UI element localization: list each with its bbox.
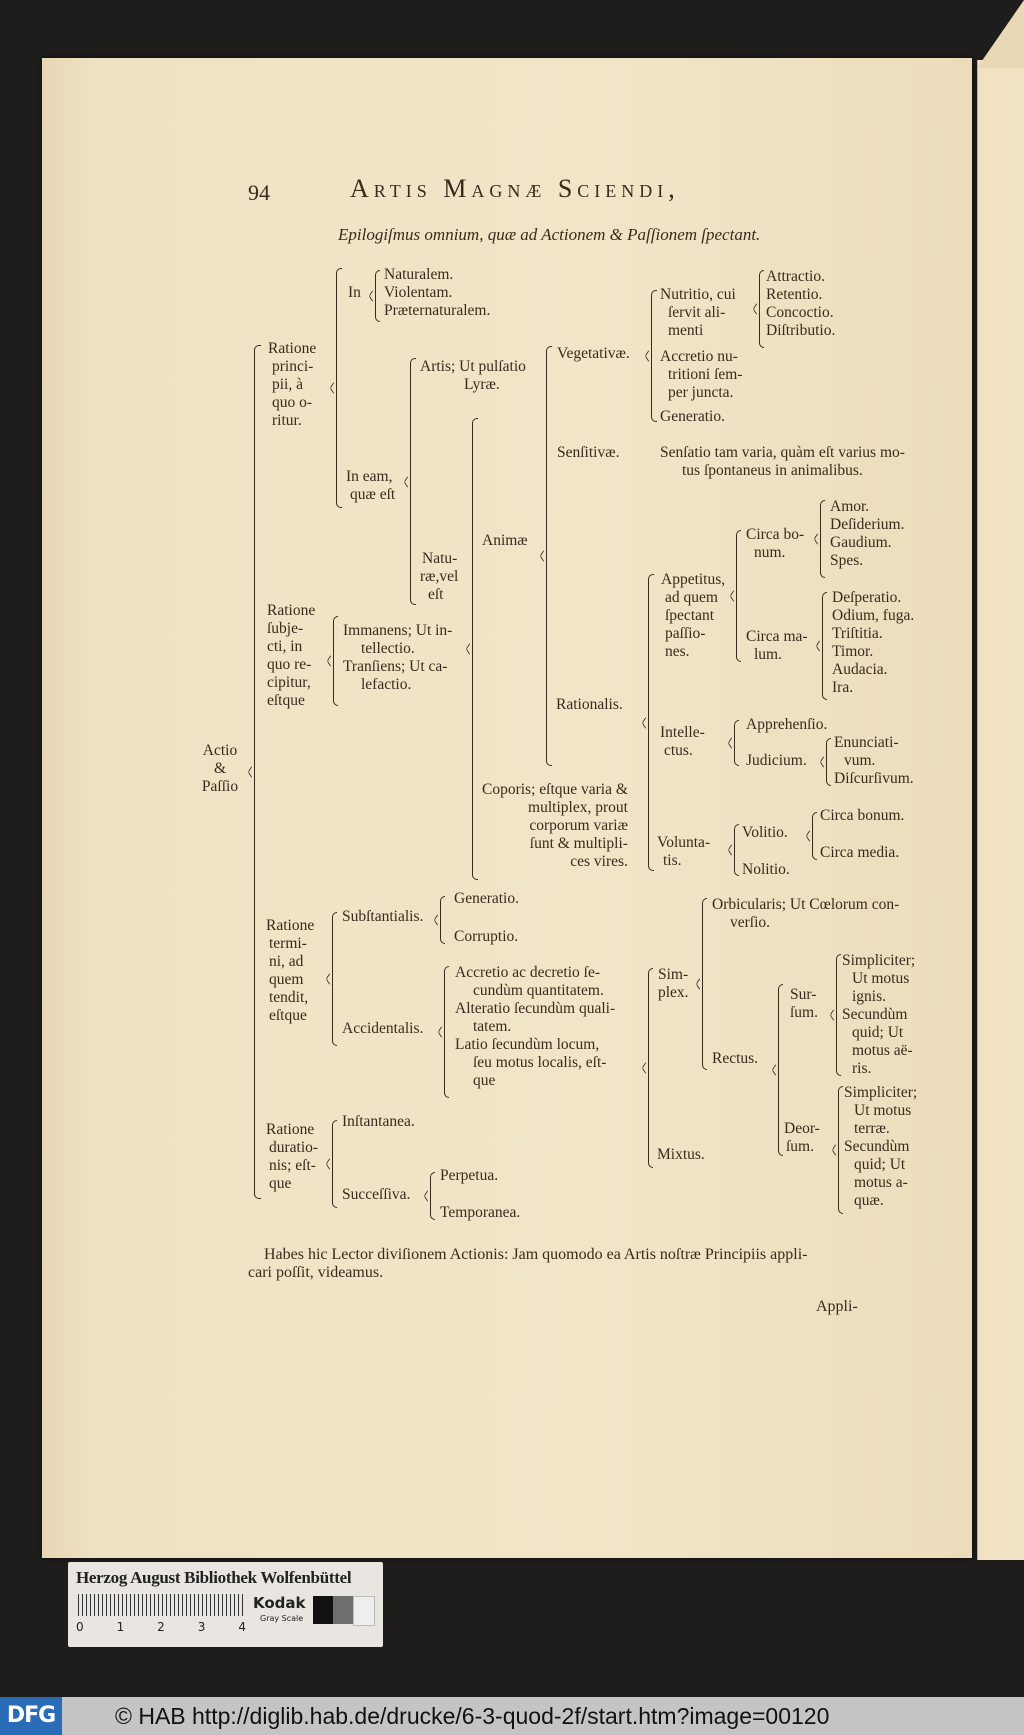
catchword: Appli- — [816, 1298, 858, 1315]
in-eam-brace — [410, 358, 416, 605]
ruler-scale — [78, 1594, 243, 1616]
deorsum-brace — [838, 1086, 843, 1214]
rationalis-brace — [648, 574, 654, 871]
rectus-label: Rectus. — [712, 1050, 759, 1067]
adjacent-page-edge — [977, 60, 1024, 1560]
dfg-logo: DFG — [0, 1697, 62, 1735]
bonum-brace — [820, 500, 825, 578]
gray-swatch-white — [353, 1596, 375, 1626]
color-target-card: Herzog August Bibliothek Wolfenbüttel 0 … — [68, 1562, 383, 1647]
sursum-brace — [836, 954, 841, 1076]
in-brace — [375, 270, 380, 322]
root-label: Actio & Paſſio — [201, 742, 239, 795]
root-brace — [254, 345, 261, 1199]
sensitivae-label: Senſitivæ. — [557, 444, 620, 461]
accretio-label: Accretio nu-tritioni ſem-per juncta. — [660, 348, 743, 401]
instantanea-label: Inſtantanea. — [342, 1113, 415, 1130]
naturae-brace — [472, 418, 478, 880]
malum-items: Deſperatio.Odium, fuga.Triſtitia.Timor.A… — [832, 589, 915, 696]
in-eam-label: In eam,quæ eſt — [346, 468, 396, 503]
intellectus-brace — [734, 720, 739, 766]
circa-bonum-label: Circa bo-num. — [746, 526, 805, 561]
in-label: In — [348, 284, 361, 301]
judicium-brace — [826, 738, 831, 786]
animae-label: Animæ — [482, 532, 528, 549]
nolitio-label: Nolitio. — [742, 861, 790, 878]
copyright-url[interactable]: © HAB http://diglib.hab.de/drucke/6-3-qu… — [115, 1703, 830, 1729]
library-name: Herzog August Bibliothek Wolfenbüttel — [76, 1568, 352, 1587]
malum-brace — [822, 592, 827, 700]
successiva-label: Succeſſiva. — [342, 1186, 411, 1203]
simplex-label: Sim-plex. — [658, 966, 689, 1001]
vegetativae-label: Vegetativæ. — [557, 345, 630, 362]
appetitus-brace — [736, 530, 741, 662]
deorsum-label: Deor-ſum. — [784, 1120, 820, 1155]
generatio-label: Generatio. — [660, 408, 725, 425]
page-number: 94 — [248, 180, 270, 205]
voluntatis-brace — [734, 824, 739, 876]
successiva-perpetua: Perpetua. — [440, 1167, 499, 1184]
simplex-brace — [702, 898, 707, 1070]
successiva-temporanea: Temporanea. — [440, 1204, 521, 1221]
circa-malum-label: Circa ma-lum. — [746, 628, 808, 663]
subjecti-items: Immanens; Ut in-tellectio.Tranſiens; Ut … — [343, 622, 453, 693]
footer-bar: DFG © HAB http://diglib.hab.de/drucke/6-… — [0, 1697, 1024, 1735]
mixtus-label: Mixtus. — [657, 1146, 705, 1163]
in-items: Naturalem.Violentam.Præternaturalem. — [384, 266, 491, 319]
judicium-items: Enunciati-vum.Diſcurſivum. — [834, 734, 914, 787]
nutritio-brace — [759, 270, 764, 348]
running-title: Artis Magnæ Sciendi, — [350, 174, 680, 203]
ruler-numbers: 0 1 2 3 4 — [76, 1620, 246, 1634]
judicium-label: Judicium. — [746, 752, 807, 769]
adjacent-page-corner — [977, 0, 1024, 68]
sursum-label: Sur-ſum. — [790, 986, 818, 1021]
rectus-brace — [778, 984, 783, 1156]
substantialis-corruptio: Corruptio. — [454, 928, 519, 945]
volitio-label: Volitio. — [742, 824, 788, 841]
kodak-gray-scale-label: Gray Scale — [260, 1614, 304, 1623]
apprehensio-label: Apprehenſio. — [746, 716, 828, 733]
rationalis-label: Rationalis. — [556, 696, 623, 713]
volitio-media: Circa media. — [820, 844, 900, 861]
termini-brace — [332, 912, 337, 1046]
intellectus-label: Intelle-ctus. — [660, 724, 705, 759]
animae-brace — [546, 346, 552, 766]
bonum-items: Amor.Deſiderium.Gaudium.Spes. — [830, 498, 905, 569]
orbicularis-label: Orbicularis; Ut Cœlorum con-verſio. — [712, 896, 900, 931]
accidentalis-brace — [444, 966, 449, 1098]
kodak-brand: Kodak — [253, 1594, 306, 1612]
accidentalis-items: Accretio ac decretio ſe-cundùm quantitat… — [455, 964, 616, 1089]
gray-swatch-black — [313, 1596, 333, 1624]
sensatio-text: Senſatio tam varia, quàm eſt varius mo-t… — [660, 444, 905, 479]
latio-brace — [648, 968, 653, 1168]
substantialis-generatio: Generatio. — [454, 890, 519, 907]
principii-sub-brace — [336, 268, 342, 508]
substantialis-brace — [440, 896, 445, 944]
volitio-brace — [812, 812, 817, 860]
closing-paragraph: Habes hic Lector diviſionem Actionis: Ja… — [248, 1246, 808, 1281]
durationis-brace — [332, 1120, 337, 1208]
successiva-brace — [430, 1172, 435, 1220]
gray-swatch-mid — [333, 1596, 353, 1624]
subjecti-brace — [333, 616, 338, 706]
vegetativae-brace — [651, 290, 657, 422]
nutritio-items: Attractio.Retentio.Concoctio.Diſtributio… — [766, 268, 836, 339]
voluntatis-label: Volunta-tis. — [657, 834, 711, 869]
book-page — [42, 58, 972, 1558]
table-subtitle: Epilogiſmus omnium, quæ ad Actionem & Pa… — [338, 225, 761, 244]
volitio-bonum: Circa bonum. — [820, 807, 905, 824]
substantialis-label: Subſtantialis. — [342, 908, 424, 925]
accidentalis-label: Accidentalis. — [342, 1020, 424, 1037]
